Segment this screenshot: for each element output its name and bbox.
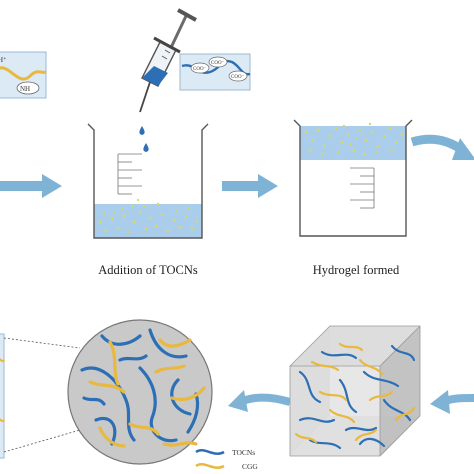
legend-tocns-swatch <box>195 449 225 455</box>
syringe <box>139 8 197 113</box>
cgg-molecule-box: H⁺ NH <box>0 51 47 99</box>
coo-label-1: COO⁻ <box>193 67 207 72</box>
zoom-source-box <box>0 333 81 459</box>
gel-particles <box>98 198 199 234</box>
coo-label-3: COO⁻ <box>231 75 245 80</box>
caption-hydrogel: Hydrogel formed <box>313 263 400 277</box>
arrow-right-to-cube <box>430 390 474 414</box>
beaker-addition <box>87 123 209 239</box>
legend: TOCNs CGG <box>195 448 258 471</box>
coo-label-2: COO⁻ <box>211 61 225 66</box>
droplet-1 <box>139 126 145 135</box>
curved-arrow-right <box>410 134 474 160</box>
hydrogel-cube <box>289 325 421 457</box>
h-ion-label: H⁺ <box>0 56 7 64</box>
arrow-beaker-to-beaker <box>222 174 278 198</box>
caption-addition: Addition of TOCNs <box>98 263 198 277</box>
zoom-circle-network <box>67 319 213 465</box>
legend-tocns-label: TOCNs <box>232 448 255 457</box>
tocn-molecule-box: COO⁻ COO⁻ COO⁻ <box>179 53 251 91</box>
nh-group-label: NH <box>20 85 30 93</box>
legend-cgg-swatch <box>195 463 225 469</box>
arrow-left-to-beaker <box>0 174 62 198</box>
curved-arrow-cube-to-circle <box>228 390 292 412</box>
legend-cgg-label: CGG <box>242 462 258 471</box>
droplet-2 <box>143 143 149 152</box>
beaker-hydrogel <box>293 119 413 237</box>
hydrogel-particles <box>304 122 404 156</box>
